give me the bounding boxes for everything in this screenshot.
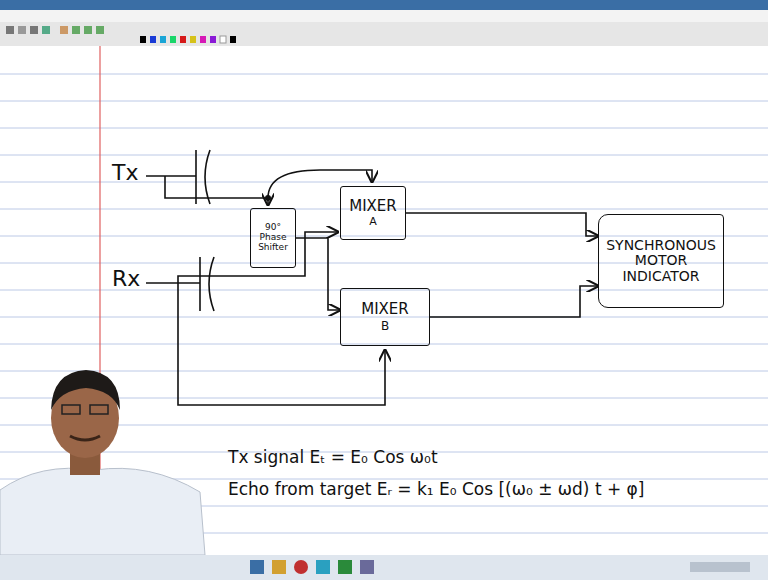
title-bar <box>0 0 768 10</box>
signal-connector <box>406 213 598 236</box>
node-text: A <box>365 215 381 229</box>
taskbar-icons <box>250 560 750 574</box>
equation: Echo from target Eᵣ = k₁ E₀ Cos [(ω₀ ± ω… <box>228 480 644 500</box>
rx-antenna <box>199 257 201 311</box>
node-text: MIXER <box>345 197 401 216</box>
tx-to-mixer-a-wire <box>268 170 372 198</box>
taskbar <box>0 555 768 580</box>
node-text: 90° Phase Shifter <box>251 222 295 254</box>
rx-antenna-dish <box>209 257 214 311</box>
tx-antenna-dish <box>205 150 210 204</box>
menu-bar <box>0 10 768 22</box>
signal-connector <box>296 238 340 310</box>
toolbar <box>0 22 768 46</box>
node-text: SYNCHRONOUS MOTOR INDICATOR <box>599 237 723 285</box>
rx-to-mixer-a-wire <box>178 232 338 283</box>
mixer-box: MIXERB <box>340 288 430 346</box>
mixer-box: MIXERA <box>340 186 406 240</box>
antenna-label: Tx <box>112 160 138 185</box>
signal-connector <box>430 286 598 317</box>
antenna-wires <box>146 150 385 405</box>
tx-antenna <box>195 150 197 204</box>
antenna-label: Rx <box>112 266 140 291</box>
node-text: MIXER <box>357 300 413 319</box>
toolbar-icons <box>6 26 236 43</box>
equation: Tx signal Eₜ = E₀ Cos ω₀t <box>228 448 438 468</box>
rx-to-mixer-b-wire <box>178 283 385 405</box>
tx-wire <box>146 175 196 177</box>
presenter <box>0 370 205 555</box>
tx-feed-wire <box>165 176 268 198</box>
ruled-lines <box>0 74 768 533</box>
rx-wire <box>146 282 200 284</box>
phase-shifter-box: 90° Phase Shifter <box>250 208 296 268</box>
junction-dot <box>265 195 271 201</box>
node-text: B <box>377 319 393 334</box>
indicator-box: SYNCHRONOUS MOTOR INDICATOR <box>598 214 724 308</box>
